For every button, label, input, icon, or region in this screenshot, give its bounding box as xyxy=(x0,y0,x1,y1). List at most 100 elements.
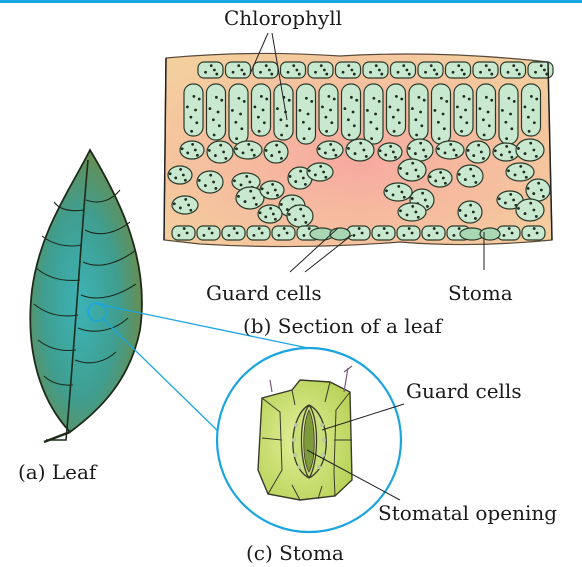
chloroplast xyxy=(355,99,358,102)
chloroplast xyxy=(429,175,432,178)
palisade-cell xyxy=(184,84,203,136)
chloroplast xyxy=(237,195,240,198)
chloroplast xyxy=(434,109,437,112)
chloroplast xyxy=(488,124,491,127)
chloroplast xyxy=(411,205,414,208)
chloroplast xyxy=(353,234,356,237)
chloroplast xyxy=(259,211,262,214)
caption-leaf: (a) Leaf xyxy=(18,462,96,482)
chloroplast xyxy=(533,227,536,230)
chloroplast xyxy=(254,105,257,108)
chloroplast xyxy=(231,109,234,112)
chloroplast xyxy=(452,149,455,152)
label-guard-cells-section: Guard cells xyxy=(206,283,322,303)
chloroplast xyxy=(428,234,431,237)
chloroplast xyxy=(392,151,395,154)
chloroplast xyxy=(218,124,221,127)
chloroplast xyxy=(372,97,375,100)
chloroplast xyxy=(366,109,369,112)
chloroplast xyxy=(299,109,302,112)
chloroplast xyxy=(253,154,256,157)
epidermal-cell xyxy=(418,62,443,78)
chloroplast xyxy=(263,121,266,124)
chloroplast xyxy=(179,207,182,210)
chloroplast xyxy=(421,192,424,195)
chloroplast xyxy=(342,71,345,74)
chloroplast xyxy=(214,154,217,157)
label-chlorophyll: Chlorophyll xyxy=(224,8,342,28)
chloroplast xyxy=(535,98,538,101)
chloroplast xyxy=(374,113,377,116)
chloroplast xyxy=(465,121,468,124)
epidermal-cell xyxy=(391,62,416,78)
chloroplast xyxy=(445,100,448,103)
chloroplast xyxy=(460,130,463,133)
chloroplast xyxy=(323,69,326,72)
palisade-cell xyxy=(499,84,518,144)
chloroplast xyxy=(248,181,251,184)
chloroplast xyxy=(527,116,530,119)
chloroplast xyxy=(508,227,511,230)
chloroplast xyxy=(260,95,263,98)
chloroplast xyxy=(270,154,273,157)
chloroplast xyxy=(467,149,470,152)
chloroplast xyxy=(375,64,378,67)
chloroplast xyxy=(469,168,472,171)
chloroplast xyxy=(287,71,290,74)
chloroplast xyxy=(217,111,220,114)
chloroplast xyxy=(215,96,218,99)
chloroplast xyxy=(524,212,527,215)
chloroplast xyxy=(361,232,364,235)
chloroplast xyxy=(279,118,282,121)
chloroplast xyxy=(501,109,504,112)
chloroplast xyxy=(280,203,283,206)
chloroplast xyxy=(415,134,418,137)
chloroplast xyxy=(397,185,400,188)
chloroplast xyxy=(307,113,310,116)
chloroplast xyxy=(488,69,491,72)
chloroplast xyxy=(519,165,522,168)
chloroplast xyxy=(524,152,527,155)
chloroplast xyxy=(408,73,411,76)
chloroplast xyxy=(353,124,356,127)
chloroplast xyxy=(183,227,186,230)
chloroplast xyxy=(482,157,485,160)
chloroplast xyxy=(324,176,327,179)
chloroplast xyxy=(294,218,297,221)
chloroplast xyxy=(289,175,292,178)
chloroplast xyxy=(286,232,289,235)
chloroplast xyxy=(433,227,436,230)
chloroplast xyxy=(505,145,508,148)
chloroplast xyxy=(257,116,260,119)
chloroplast xyxy=(529,202,532,205)
chloroplast xyxy=(261,232,264,235)
chloroplast xyxy=(472,154,475,157)
chloroplast xyxy=(179,168,182,171)
epidermal-cell xyxy=(226,62,251,78)
chloroplast xyxy=(252,197,255,200)
chloroplast xyxy=(439,171,442,174)
chloroplast xyxy=(464,178,467,181)
chloroplast xyxy=(262,109,265,112)
chloroplast xyxy=(394,156,397,159)
chloroplast xyxy=(402,64,405,67)
chloroplast xyxy=(182,174,185,177)
chloroplast xyxy=(460,69,463,72)
palisade-cell xyxy=(364,84,383,144)
chloroplast xyxy=(370,137,373,140)
chloroplast xyxy=(504,202,507,205)
chloroplast xyxy=(397,109,400,112)
chloroplast xyxy=(437,121,440,124)
chloroplast xyxy=(324,152,327,155)
chloroplast xyxy=(283,227,286,230)
section-guard-cell xyxy=(480,228,500,240)
chloroplast xyxy=(517,207,520,210)
chloroplast xyxy=(213,134,216,137)
chloroplast xyxy=(344,107,347,110)
chloroplast xyxy=(212,118,215,121)
chloroplast xyxy=(245,175,248,178)
chloroplast xyxy=(302,121,305,124)
chloroplast xyxy=(474,181,477,184)
chloroplast xyxy=(490,99,493,102)
chloroplast xyxy=(463,73,466,76)
